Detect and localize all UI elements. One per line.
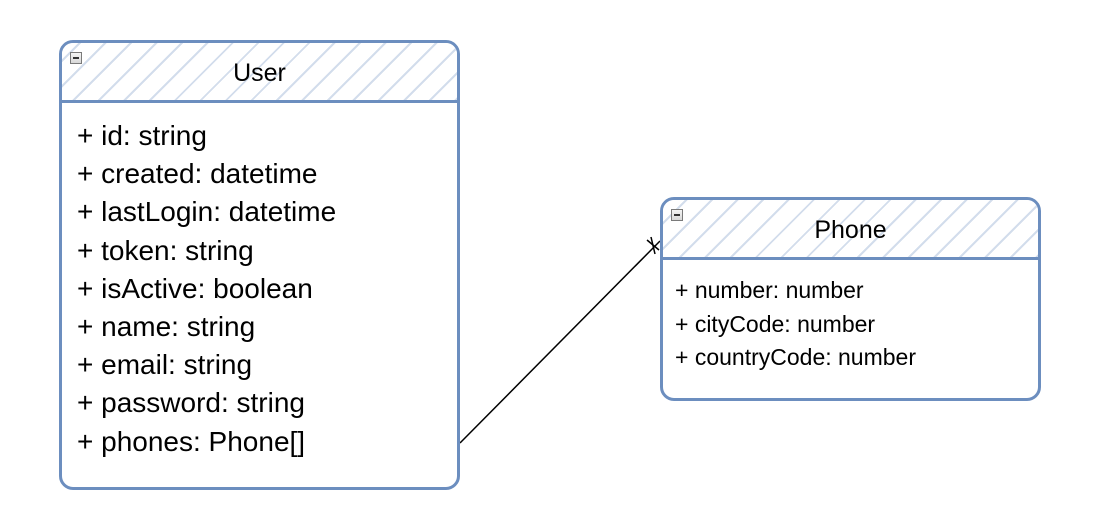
attribute-item[interactable]: + token: string [77, 234, 254, 266]
phone-class-header[interactable]: Phone [663, 200, 1038, 260]
association-line[interactable] [459, 240, 661, 444]
user-class-header[interactable]: User [62, 43, 457, 103]
attribute-item[interactable]: + cityCode: number [675, 310, 876, 337]
user-class-box[interactable]: User + id: string + created: datetime + … [59, 40, 460, 490]
minus-glyph [674, 214, 680, 216]
cross-icon [646, 236, 660, 255]
attribute-item[interactable]: + id: string [77, 120, 207, 151]
minus-box-icon[interactable] [671, 209, 683, 221]
attribute-item[interactable]: + isActive: boolean [77, 272, 313, 304]
phone-class-box[interactable]: Phone + number: number + cityCode: numbe… [660, 197, 1041, 401]
phone-class-title: Phone [814, 215, 887, 244]
attribute-item[interactable]: + email: string [77, 349, 253, 381]
user-attribute-list: + id: string + created: datetime + lastL… [62, 103, 457, 461]
minus-glyph [73, 57, 79, 59]
attribute-item[interactable]: + lastLogin: datetime [77, 196, 337, 228]
attribute-item[interactable]: + name: string [77, 311, 256, 343]
attribute-item[interactable]: + created: datetime [77, 158, 318, 190]
minus-box-icon[interactable] [70, 52, 82, 64]
phone-attribute-list: + number: number + cityCode: number + co… [663, 260, 1038, 375]
user-class-title: User [233, 58, 286, 87]
attribute-item[interactable]: + phones: Phone[] [77, 425, 306, 457]
attribute-item[interactable]: + countryCode: number [675, 344, 916, 370]
attribute-item[interactable]: + password: string [77, 387, 305, 419]
attribute-item[interactable]: + number: number [675, 277, 864, 303]
